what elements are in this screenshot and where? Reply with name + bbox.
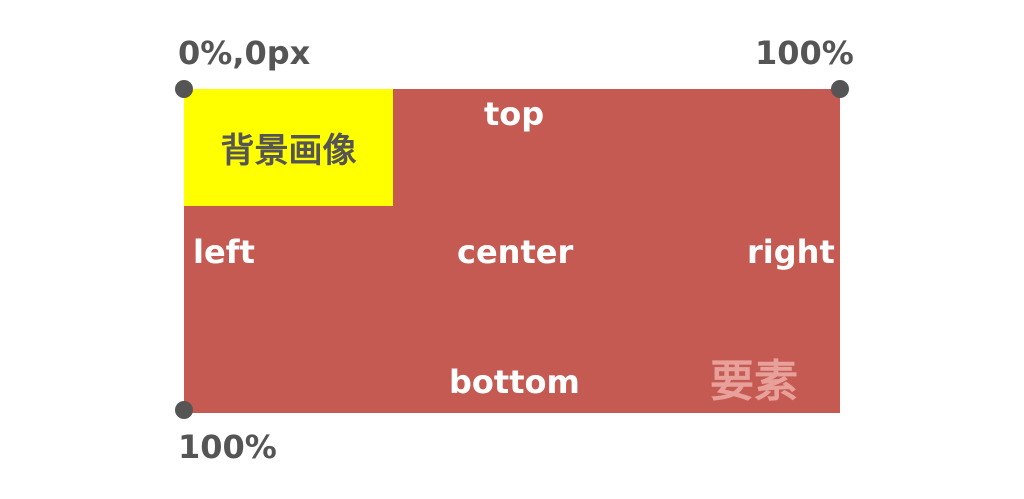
position-bottom-label: bottom xyxy=(449,363,580,401)
position-center-label: center xyxy=(457,233,574,271)
background-image-label: 背景画像 xyxy=(220,131,357,171)
top-right-marker xyxy=(831,80,849,98)
position-left-label: left xyxy=(193,233,255,271)
position-top-label: top xyxy=(484,95,545,133)
element-label: 要素 xyxy=(710,356,798,407)
position-right-label: right xyxy=(747,233,835,271)
background-image-box: 背景画像 xyxy=(184,89,393,206)
bottom-left-marker xyxy=(175,401,193,419)
origin-label: 0%,0px xyxy=(178,34,311,72)
top-right-label: 100% xyxy=(755,34,854,72)
top-left-marker xyxy=(175,80,193,98)
bottom-left-label: 100% xyxy=(178,428,277,466)
